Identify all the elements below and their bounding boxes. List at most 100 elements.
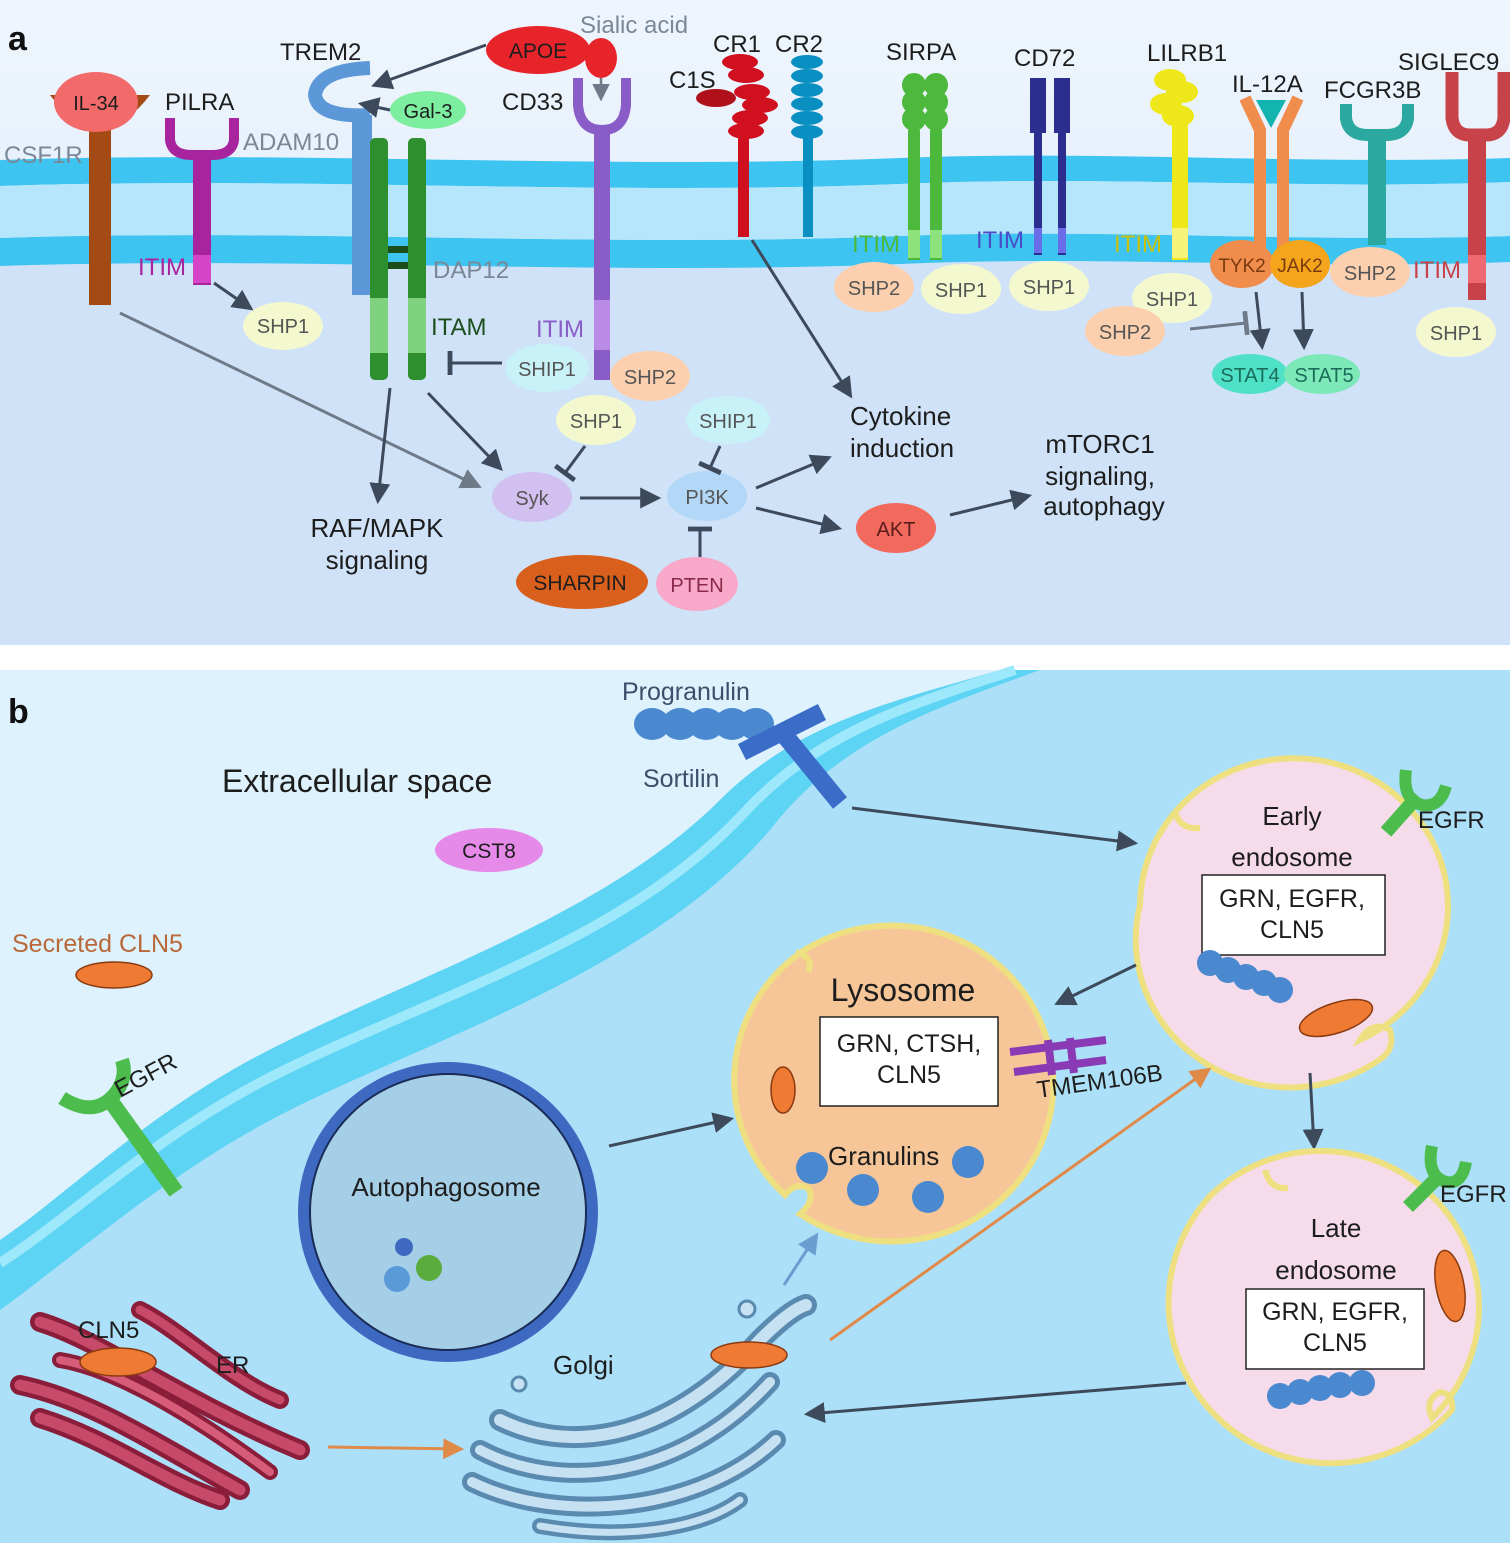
- golgi-cln5: [710, 1341, 788, 1369]
- jak2-label: JAK2: [1277, 256, 1322, 277]
- shp1-label-cd72: SHP1: [1023, 277, 1075, 299]
- progranulin-label: Progranulin: [622, 678, 750, 706]
- shp-inhibits-stat-arrow: [1189, 310, 1250, 336]
- shp1-inhibits-syk: [553, 445, 587, 483]
- cytokine-label-2: induction: [850, 433, 954, 463]
- lysosome-contents-box: [819, 1016, 999, 1107]
- pi3k-label: PI3K: [685, 487, 729, 509]
- pi3k-node: [667, 471, 747, 521]
- cd72-label: CD72: [1014, 45, 1075, 72]
- cd72-receptor: [1030, 78, 1070, 255]
- pi3k-to-cytokine-arrow: [755, 454, 832, 490]
- shp2-label-sirpa: SHP2: [848, 278, 900, 300]
- il12a-receptor: [1239, 95, 1304, 260]
- panel-a: a IL-34 CSF1R PILRA ITIM SHP1 TREM2 ADAM…: [0, 0, 1510, 645]
- shp2-label-fcgr3b: SHP2: [1344, 263, 1396, 285]
- gal3-ligand: [390, 91, 466, 129]
- early-box-line-1: GRN, EGFR,: [1219, 885, 1365, 913]
- golgi-vesicle-1: [737, 1299, 757, 1319]
- il12a-label: IL-12A: [1232, 71, 1303, 98]
- cd33-receptor: [573, 78, 631, 380]
- shp1-label-pilra: SHP1: [257, 316, 309, 338]
- cst8-label: CST8: [462, 840, 516, 863]
- siglec9-itim-label: ITIM: [1413, 257, 1461, 284]
- egfr-late-endosome: [1403, 1144, 1472, 1212]
- membrane-b: [0, 670, 1040, 1310]
- cst8-node: [435, 828, 543, 872]
- early-endosome-contents-box: [1201, 874, 1386, 956]
- shp1-node-lilrb1: [1132, 273, 1212, 323]
- shp1-node-siglec9: [1416, 307, 1496, 357]
- sirpa-label: SIRPA: [886, 39, 956, 66]
- early-to-late-arrow: [1302, 1072, 1324, 1151]
- dap12-to-raf-arrow: [369, 387, 392, 505]
- gal3-label: Gal-3: [404, 101, 453, 123]
- shp2-label-cd33: SHP2: [624, 367, 676, 389]
- sortilin-to-early-endosome-arrow: [851, 806, 1139, 852]
- tyk2-label: TYK2: [1218, 256, 1266, 277]
- autophagosome-label: Autophagosome: [351, 1172, 540, 1202]
- er-cln5-label: CLN5: [78, 1317, 139, 1344]
- ship1-inhibits-pi3k: [698, 445, 722, 476]
- autophagosome-inner: [309, 1073, 587, 1351]
- lysosome-label: Lysosome: [831, 972, 976, 1008]
- siglec9-label: SIGLEC9: [1398, 49, 1499, 76]
- pten-node: [656, 557, 738, 611]
- sortilin-receptor: [737, 703, 847, 809]
- late-endosome-label-2: endosome: [1275, 1255, 1396, 1285]
- trem2-label: TREM2: [280, 39, 361, 66]
- shp2-node-fcgr3b: [1330, 247, 1410, 297]
- shp2-node-cd33: [610, 351, 690, 401]
- pten-label: PTEN: [670, 575, 723, 597]
- shp1-label-lilrb1: SHP1: [1146, 289, 1198, 311]
- granulins-label: Granulins: [828, 1141, 939, 1171]
- siglec9-receptor: [1445, 72, 1510, 300]
- late-endosome-cln5: [1434, 1249, 1466, 1323]
- extracellular-region: [0, 670, 1000, 1240]
- syk-label: Syk: [515, 488, 549, 510]
- panel-a-letter: a: [8, 20, 28, 58]
- late-box-line-2: CLN5: [1303, 1329, 1367, 1357]
- lyso-box-line-2: CLN5: [877, 1061, 941, 1089]
- shp1-node-cd33: [556, 395, 636, 445]
- csf1r-receptor: [50, 72, 150, 305]
- lyso-box-line-1: GRN, CTSH,: [837, 1030, 981, 1058]
- apoe-label: APOE: [509, 40, 567, 63]
- late-endosome-label-1: Late: [1311, 1213, 1362, 1243]
- cd33-itim-label: ITIM: [536, 316, 584, 343]
- late-endosome-granulin-chain: [1267, 1370, 1375, 1409]
- early-box-line-2: CLN5: [1260, 916, 1324, 944]
- shp1-node-cd72: [1009, 261, 1089, 311]
- early-endosome-label-2: endosome: [1231, 842, 1352, 872]
- early-endosome-label-1: Early: [1262, 801, 1321, 831]
- lilrb1-receptor: [1150, 69, 1198, 260]
- cr1-label: CR1: [713, 31, 761, 58]
- tyk2-to-stat-arrow: [1249, 291, 1271, 351]
- early-to-lysosome-arrow: [1054, 963, 1137, 1006]
- egfr-early-endosome: [1380, 769, 1452, 837]
- mtorc1-label-3: autophagy: [1043, 491, 1164, 521]
- late-to-golgi-arrow: [803, 1381, 1187, 1424]
- cr1-receptor: [696, 54, 778, 237]
- raf-mapk-label-1: RAF/MAPK: [311, 513, 445, 543]
- cr2-receptor: [791, 55, 823, 237]
- lysosome-cln5: [770, 1066, 796, 1114]
- csf1r-to-syk-arrow: [119, 311, 482, 489]
- fcgr3b-receptor: [1340, 104, 1414, 245]
- shp1-label-sirpa: SHP1: [935, 280, 987, 302]
- shp2-label-lilrb1: SHP2: [1099, 322, 1151, 344]
- secreted-cln5-shape: [75, 961, 153, 989]
- late-endosome-contents-box: [1245, 1288, 1425, 1370]
- jak2-node: [1270, 240, 1330, 288]
- trem2-receptor: [307, 61, 372, 295]
- stat5-label: STAT5: [1294, 365, 1353, 387]
- ship1-node-dap12: [505, 344, 589, 392]
- er-to-golgi-arrow: [327, 1438, 465, 1460]
- stat4-label: STAT4: [1220, 365, 1279, 387]
- dap12-label: DAP12: [433, 257, 509, 284]
- er-cln5: [79, 1347, 157, 1377]
- shp2-node-sirpa: [834, 262, 914, 312]
- stat4-node: [1212, 354, 1288, 394]
